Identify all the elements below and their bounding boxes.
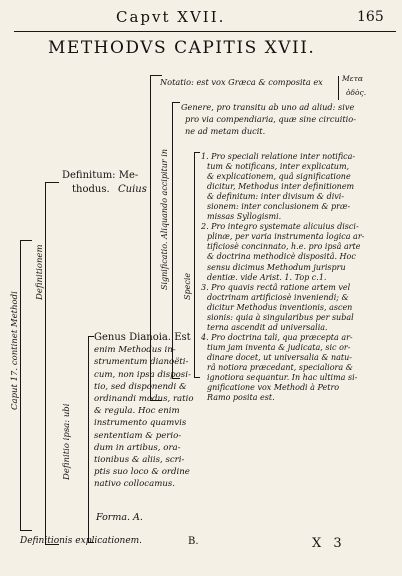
genus-block: Genus Dianoia. Est enim Methodus in- str… <box>94 332 194 491</box>
species-line-11: & doctrina methodicè dispositâ. Hoc <box>207 252 356 262</box>
species-line-22: râ notiora præcedant, specialiora & <box>207 362 353 372</box>
genus-line-2: enim Methodus in- <box>94 345 176 356</box>
genus-line-13: nativo collocamus. <box>94 479 176 490</box>
forma-label: Forma. A. <box>96 512 143 523</box>
species-line-6: sionem: inter conclusionem & præ- <box>207 202 351 212</box>
species-line-17: sionis: quia à singularibus per subal <box>207 312 354 322</box>
species-line-4: dicitur, Methodus inter definitionem <box>207 182 355 192</box>
genus-line-12: ptis suo loco & ordine <box>94 467 190 478</box>
genere-line-2: pro via compendiaria, quæ sine circuitio… <box>185 114 356 124</box>
genus-line-4: cum, non ipsa disposi- <box>94 369 191 380</box>
species-line-3: & explicationem, quâ significatione <box>207 172 351 182</box>
genus-line-7: & regula. Hoc enim <box>94 406 180 417</box>
brace-notatio <box>338 76 339 100</box>
species-line-19: 4. Pro doctrina tali, qua præcepta ar- <box>201 332 353 342</box>
genus-line-6: ordinandi modus, ratio <box>94 394 194 405</box>
species-line-9: plinæ, per varia instrumenta logica ar- <box>207 232 365 242</box>
brace-specie-bottom <box>194 377 200 378</box>
label-caput: Caput 17. continet Methodi <box>10 291 20 410</box>
genus-line-10: dum in artibus, ora- <box>94 442 181 453</box>
species-line-16: dicitur Methodus inventionis, ascen <box>207 302 353 312</box>
label-definitio-ipsa: Definitio ipsa: ubi <box>62 403 72 480</box>
brace-di-top <box>88 336 94 337</box>
genere-line-1: Genere, pro transitu ab uno ad aliud: si… <box>181 102 355 112</box>
species-line-15: doctrinam artificiosè inveniendi; & <box>207 292 349 302</box>
brace-cuius-bottom <box>150 400 162 401</box>
species-line-23: ignotiora sequantur. In hac ultima si- <box>207 373 358 383</box>
brace-definitio-ipsa <box>88 336 89 542</box>
notatio-odos: ὁδὸς. <box>346 88 367 97</box>
genus-line-11: tionibus & aliis, scri- <box>94 455 185 466</box>
brace-specie <box>194 152 195 377</box>
species-list: 1. Pro speciali relatione inter notifica… <box>201 152 364 403</box>
footer-explicatio: Definitionis explicationem. <box>20 536 143 546</box>
brace-def-top <box>45 182 59 183</box>
brace-specie-top <box>194 152 200 153</box>
species-line-25: Ramo posita est. <box>207 393 275 403</box>
species-line-1: 1. Pro speciali relatione inter notifica… <box>201 152 356 161</box>
brace-definitionem <box>45 182 46 544</box>
definitum-line1: Definitum: Me- <box>62 170 139 181</box>
species-line-14: 3. Pro quavis rectâ ratione artem vel <box>201 282 351 292</box>
brace-cuius-top <box>150 75 162 76</box>
brace-caput-top <box>20 240 32 241</box>
brace-sig-top <box>172 102 180 103</box>
notatio-meta: Μετα <box>342 74 363 83</box>
brace-def-bottom <box>45 544 59 545</box>
page-title: METHODVS CAPITIS XVII. <box>48 38 316 58</box>
brace-caput <box>20 240 21 530</box>
genus-line-8: instrumento quamvis <box>94 418 187 429</box>
genus-line-3: strumentum dianoëti- <box>94 357 189 368</box>
notatio-text: Notatio: est vox Græca & composita ex <box>160 77 323 87</box>
species-line-2: tum & notificans, inter explicatum, <box>207 162 350 172</box>
species-line-20: tium jam inventa & judicata, sic or- <box>207 342 351 352</box>
species-line-24: gnificatione vox Methodi à Petro <box>207 383 340 393</box>
definitum-line2: thodus. <box>72 184 110 195</box>
genus-line-9: sententiam & perio- <box>94 430 182 441</box>
genere-line-3: ne ad metam ducit. <box>185 126 266 136</box>
genus-line-1: Genus Dianoia. Est <box>94 332 191 343</box>
footer-letter-b: B. <box>188 536 199 547</box>
brace-significatio <box>172 102 173 378</box>
brace-sig-bottom <box>172 378 180 379</box>
footer-catchword: X 3 <box>312 536 346 551</box>
species-line-21: dinare docet, ut universalia & natu- <box>207 352 352 362</box>
species-line-13: dentiæ. vide Arist. 1. Top c.1. <box>207 272 327 282</box>
running-head-chapter: Capvt XVII. <box>116 8 226 26</box>
definitum-cuius: Cuius <box>118 184 147 195</box>
species-line-10: tificiosè concinnato, h.e. pro ipsâ arte <box>207 242 361 252</box>
species-line-5: & definitum: inter divisum & divi- <box>207 192 345 202</box>
label-significatio: Significatio. Aliquando accipitur in <box>160 149 169 290</box>
brace-di-bottom <box>88 542 94 543</box>
genus-line-5: tio, sed disponendi & <box>94 381 187 392</box>
brace-cuius <box>150 75 151 400</box>
brace-caput-bottom <box>20 530 32 531</box>
species-line-12: sensu dicimus Methodum jurispru <box>207 262 346 272</box>
label-definitionem: Definitionem <box>35 244 45 300</box>
head-rule <box>14 31 396 32</box>
page-number: 165 <box>357 9 384 25</box>
species-line-7: missas Syllogismi. <box>207 212 282 222</box>
species-line-8: 2. Pro integro systemate alicuius disci- <box>201 222 359 232</box>
label-specie: Specie <box>183 272 192 300</box>
species-line-18: terna ascendit ad universalia. <box>207 322 328 332</box>
